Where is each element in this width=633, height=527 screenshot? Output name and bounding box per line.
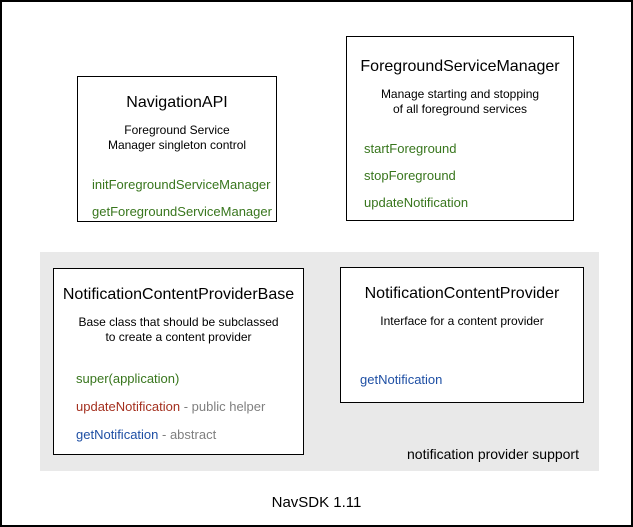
method-getForegroundServiceManager: getForegroundServiceManager [92, 204, 276, 220]
class-description-line: of all foreground services [392, 102, 528, 116]
method-updateNotification: updateNotification - public helper [76, 399, 303, 415]
class-title: NavigationAPI [126, 94, 228, 111]
method-label: startForeground [364, 141, 457, 156]
method-getNotification: getNotification - abstract [76, 427, 303, 443]
method-updateNotification: updateNotification [364, 195, 573, 211]
method-list: initForegroundServiceManager getForegrou… [78, 177, 276, 220]
method-list: super(application) updateNotification - … [54, 371, 303, 443]
method-initForegroundServiceManager: initForegroundServiceManager [92, 177, 276, 193]
class-description-line: Foreground Service [124, 123, 230, 137]
class-description-line: Manage starting and stopping [380, 87, 540, 101]
class-description-line: Interface for a content provider [380, 314, 544, 328]
class-title: NotificationContentProviderBase [62, 286, 295, 303]
method-annotation: - public helper [180, 399, 266, 414]
method-annotation: - abstract [158, 427, 217, 442]
class-description-line: to create a content provider [105, 330, 252, 344]
method-stopForeground: stopForeground [364, 168, 573, 184]
method-label: super(application) [76, 371, 180, 386]
class-description-line: Manager singleton control [107, 138, 247, 152]
method-label: updateNotification [76, 399, 181, 414]
method-label: getNotification [360, 372, 443, 387]
method-label: stopForeground [364, 168, 456, 183]
method-label: updateNotification [364, 195, 469, 210]
method-label: initForegroundServiceManager [92, 177, 271, 192]
method-startForeground: startForeground [364, 141, 573, 157]
class-description: Foreground Service Manager singleton con… [78, 123, 276, 153]
class-box-foreground-service-manager: ForegroundServiceManager Manage starting… [346, 36, 574, 221]
method-label: getNotification [76, 427, 159, 442]
method-super-application: super(application) [76, 371, 303, 387]
class-description: Manage starting and stopping of all fore… [347, 87, 573, 117]
method-list: startForeground stopForeground updateNot… [347, 141, 573, 211]
class-box-notification-content-provider: NotificationContentProvider Interface fo… [340, 267, 584, 403]
method-list: getNotification [341, 372, 583, 388]
class-title: NotificationContentProvider [364, 285, 560, 302]
method-getNotification: getNotification [360, 372, 583, 388]
class-title: ForegroundServiceManager [360, 58, 560, 75]
notification-provider-support-panel: NotificationContentProviderBase Base cla… [40, 252, 599, 471]
class-description: Interface for a content provider [341, 314, 583, 329]
class-description: Base class that should be subclassed to … [54, 315, 303, 345]
diagram-caption: NavSDK 1.11 [271, 494, 362, 511]
class-box-navigation-api: NavigationAPI Foreground Service Manager… [77, 76, 277, 222]
panel-caption: notification provider support [407, 446, 579, 462]
class-description-line: Base class that should be subclassed [78, 315, 279, 329]
class-box-notification-content-provider-base: NotificationContentProviderBase Base cla… [53, 268, 304, 455]
method-label: getForegroundServiceManager [92, 204, 272, 219]
